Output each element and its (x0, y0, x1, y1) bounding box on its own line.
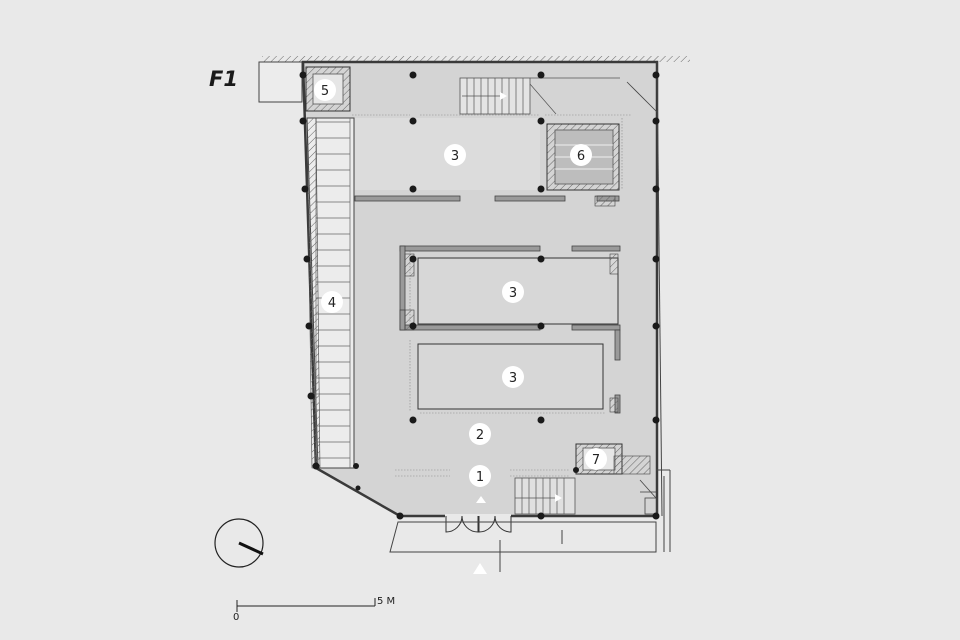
svg-text:2: 2 (476, 428, 484, 443)
top-wall-hatch (262, 56, 690, 62)
entrance-arrow-icon (476, 496, 486, 503)
arrow-icon (555, 494, 562, 502)
facade-line (656, 61, 663, 517)
svg-text:7: 7 (592, 453, 600, 468)
svg-text:1: 1 (476, 470, 484, 485)
room-label-6: 6 (570, 144, 592, 166)
room-label-3: 3 (502, 366, 524, 388)
svg-text:3: 3 (509, 286, 517, 301)
adjacent-structure (258, 61, 303, 103)
staircase-bottom (514, 477, 576, 515)
exterior-arrow-icon (473, 563, 487, 574)
corner-details (626, 81, 658, 515)
room-label-7: 7 (585, 448, 607, 470)
entrance-doors (445, 496, 512, 533)
room-label-4: 4 (321, 291, 343, 313)
room-label-2: 2 (469, 423, 491, 445)
columns (299, 71, 660, 520)
svg-text:5: 5 (321, 84, 329, 99)
arrow-icon (500, 92, 507, 100)
room-label-3: 3 (502, 281, 524, 303)
compass-icon (214, 518, 264, 568)
scale-end-label: 5 M (377, 596, 395, 607)
exterior-platform (389, 469, 671, 572)
room-label-5: 5 (314, 79, 336, 101)
shelf-text-lines (352, 114, 632, 477)
hatched-walls (404, 195, 619, 413)
svg-text:4: 4 (328, 296, 336, 311)
room-label-1: 1 (469, 465, 491, 487)
room-label-3: 3 (444, 144, 466, 166)
svg-text:3: 3 (509, 371, 517, 386)
scale-bar: 0 5 M (233, 596, 395, 623)
scale-start-label: 0 (233, 612, 239, 623)
floor-label: F1 (209, 67, 238, 91)
staircase-top (459, 77, 620, 115)
svg-text:3: 3 (451, 149, 459, 164)
svg-text:6: 6 (577, 149, 585, 164)
